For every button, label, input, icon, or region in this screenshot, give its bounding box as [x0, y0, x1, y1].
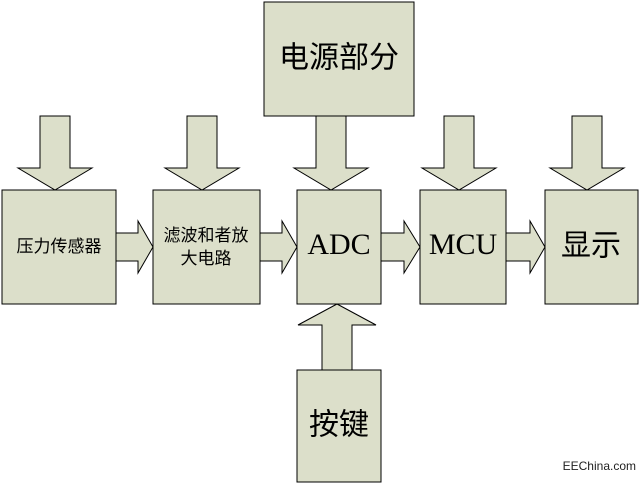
- display-label: 显示: [561, 229, 621, 264]
- arrow-keys-to-adc: [297, 303, 377, 371]
- block-filter-amplifier: 滤波和者放 大电路: [152, 189, 261, 305]
- filter-amp-label-line1: 滤波和者放: [164, 226, 249, 246]
- arrow-into-display: [548, 115, 626, 191]
- block-display: 显示: [544, 189, 639, 305]
- pressure-sensor-label: 压力传感器: [17, 237, 102, 257]
- adc-label: ADC: [307, 228, 370, 261]
- block-adc: ADC: [296, 189, 382, 305]
- arrow-sensor-to-filter: [115, 219, 154, 275]
- filter-amp-label-line2: 大电路: [181, 249, 232, 269]
- arrow-power-to-adc: [292, 115, 370, 191]
- arrow-into-filter-amp: [163, 115, 241, 191]
- arrow-into-mcu: [420, 115, 498, 191]
- arrow-into-pressure-sensor: [16, 115, 94, 191]
- mcu-label: MCU: [429, 228, 498, 261]
- arrow-filter-to-adc: [259, 219, 298, 275]
- power-label: 电源部分: [279, 41, 399, 76]
- block-pressure-sensor: 压力传感器: [1, 189, 117, 305]
- block-keys: 按键: [296, 369, 382, 483]
- keys-label: 按键: [309, 408, 369, 443]
- block-mcu: MCU: [419, 189, 507, 305]
- watermark-text: EEChina.com: [563, 459, 636, 473]
- arrow-mcu-to-display: [505, 219, 546, 275]
- arrow-adc-to-mcu: [380, 219, 421, 275]
- block-power: 电源部分: [263, 1, 415, 117]
